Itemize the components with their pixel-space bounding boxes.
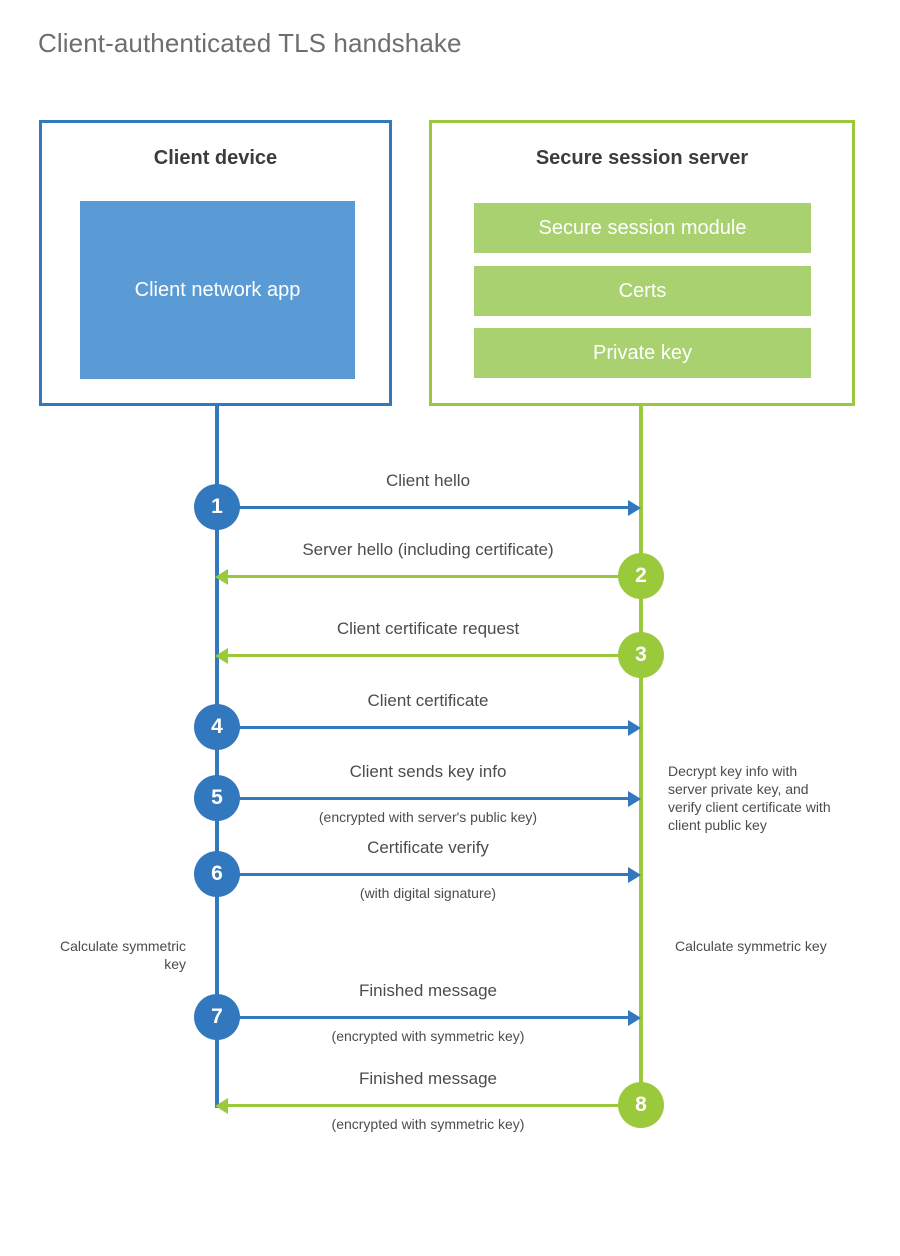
server-component-certs: Certs xyxy=(474,266,811,316)
message-arrow-shaft xyxy=(217,873,629,876)
message-arrow-shaft xyxy=(217,726,629,729)
arrow-head-right-icon xyxy=(628,867,641,883)
page-title: Client-authenticated TLS handshake xyxy=(38,28,462,58)
secure-session-server-box: Secure session server Secure session mod… xyxy=(429,120,855,406)
message-arrow-shaft xyxy=(228,1104,641,1107)
arrow-head-left-icon xyxy=(215,1098,228,1114)
step-badge-7[interactable]: 7 xyxy=(194,994,240,1040)
step-badge-8[interactable]: 8 xyxy=(618,1082,664,1128)
step-badge-4[interactable]: 4 xyxy=(194,704,240,750)
message-sublabel-6: (with digital signature) xyxy=(359,885,497,901)
message-arrow-shaft xyxy=(217,506,629,509)
message-label-4: Client certificate xyxy=(367,691,489,710)
server-component-secure-session-module: Secure session module xyxy=(474,203,811,253)
step-badge-5[interactable]: 5 xyxy=(194,775,240,821)
note-server-calculate-symmetric-key: Calculate symmetric key xyxy=(675,938,827,954)
step-badge-1[interactable]: 1 xyxy=(194,484,240,530)
message-label-7: Finished message xyxy=(359,981,497,1000)
server-component-label: Secure session module xyxy=(538,216,747,239)
arrow-head-left-icon xyxy=(215,648,228,664)
message-arrow-shaft xyxy=(217,797,629,800)
arrow-head-left-icon xyxy=(215,569,228,585)
client-lifeline xyxy=(215,403,219,1108)
message-sublabel-7: (encrypted with symmetric key) xyxy=(331,1028,525,1044)
arrow-head-right-icon xyxy=(628,791,641,807)
message-label-8: Finished message xyxy=(359,1069,497,1088)
arrow-head-right-icon xyxy=(628,720,641,736)
message-arrow-shaft xyxy=(228,575,641,578)
server-component-private-key: Private key xyxy=(474,328,811,378)
note-client-calculate-symmetric-key: Calculate symmetric key xyxy=(59,938,186,972)
client-network-app-label: Client network app xyxy=(134,278,301,301)
note-server-decrypt: Decrypt key info with server private key… xyxy=(668,763,831,833)
message-label-6: Certificate verify xyxy=(367,838,489,857)
arrow-head-right-icon xyxy=(628,1010,641,1026)
client-network-app-block: Client network app xyxy=(80,201,355,379)
message-label-5: Client sends key info xyxy=(349,762,507,781)
message-arrow-shaft xyxy=(228,654,641,657)
arrow-head-right-icon xyxy=(628,500,641,516)
message-label-1: Client hello xyxy=(385,471,471,490)
client-device-title: Client device xyxy=(153,147,278,169)
server-lifeline xyxy=(639,403,643,1108)
message-arrow-shaft xyxy=(217,1016,629,1019)
step-badge-2[interactable]: 2 xyxy=(618,553,664,599)
step-badge-3[interactable]: 3 xyxy=(618,632,664,678)
message-label-2: Server hello (including certificate) xyxy=(302,540,554,559)
server-component-label: Private key xyxy=(593,341,692,364)
message-sublabel-5: (encrypted with server's public key) xyxy=(318,809,538,825)
server-component-label: Certs xyxy=(618,279,667,302)
step-badge-6[interactable]: 6 xyxy=(194,851,240,897)
client-device-box: Client device Client network app xyxy=(39,120,392,406)
secure-session-server-title: Secure session server xyxy=(535,147,749,169)
message-sublabel-8: (encrypted with symmetric key) xyxy=(331,1116,525,1132)
message-label-3: Client certificate request xyxy=(336,619,520,638)
